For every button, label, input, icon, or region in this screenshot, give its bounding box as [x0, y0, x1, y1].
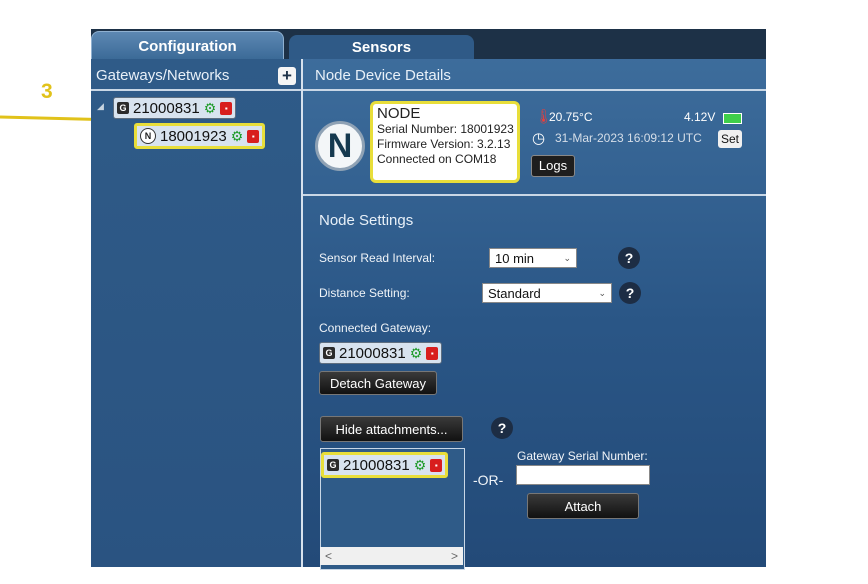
step-number-annotation: 3	[41, 80, 53, 103]
node-details-title: Node Device Details	[315, 67, 451, 84]
tree-node-item[interactable]: N 18001923 ⚙ ▪	[134, 123, 266, 149]
tree-expand-icon[interactable]: ◢	[97, 101, 104, 111]
set-time-button[interactable]: Set	[718, 130, 742, 148]
gear-icon: ⚙	[409, 345, 423, 361]
attach-button[interactable]: Attach	[527, 493, 639, 519]
thermometer-icon: 🌡	[535, 108, 553, 124]
tree-node-id: 18001923	[160, 127, 227, 145]
distance-setting-select[interactable]: Standard ⌄	[482, 283, 612, 303]
node-firmware-text: Firmware Version: 3.2.13	[377, 137, 511, 151]
attach-list-item[interactable]: G 21000831 ⚙ ▪	[321, 452, 449, 478]
scroll-right-icon[interactable]: >	[450, 549, 458, 563]
tree-gateway-item[interactable]: G 21000831 ⚙ ▪	[113, 97, 237, 119]
distance-setting-label: Distance Setting:	[319, 286, 410, 300]
gear-icon: ⚙	[230, 128, 244, 144]
node-settings-title: Node Settings	[319, 212, 414, 229]
chevron-down-icon: ⌄	[563, 252, 571, 263]
app-window: Configuration Sensors Gateways/Networks …	[91, 29, 766, 570]
read-interval-select[interactable]: 10 min ⌄	[489, 248, 577, 268]
add-gateway-button[interactable]: +	[278, 67, 296, 85]
read-interval-value: 10 min	[495, 250, 535, 266]
save-alert-icon: ▪	[220, 101, 233, 115]
tree-gateway-id: 21000831	[133, 99, 200, 117]
detach-gateway-button[interactable]: Detach Gateway	[319, 371, 437, 395]
or-label: -OR-	[473, 472, 504, 488]
help-icon[interactable]: ?	[619, 282, 641, 304]
gateway-icon: G	[323, 347, 335, 359]
logs-button[interactable]: Logs	[531, 155, 575, 177]
gateway-icon: G	[117, 102, 129, 114]
hide-attachments-button[interactable]: Hide attachments...	[320, 416, 463, 442]
gateway-icon: G	[327, 459, 339, 471]
clock-icon: ◷	[532, 130, 546, 147]
distance-setting-value: Standard	[488, 285, 541, 301]
node-card-title: NODE	[377, 105, 421, 122]
help-icon[interactable]: ?	[491, 417, 513, 439]
node-connection-text: Connected on COM18	[377, 152, 497, 166]
battery-icon	[723, 113, 742, 124]
gear-icon: ⚙	[203, 100, 217, 116]
attach-list-item-id: 21000831	[343, 456, 410, 474]
gateway-serial-input[interactable]	[516, 465, 650, 485]
plus-icon: +	[282, 66, 292, 85]
gear-icon: ⚙	[413, 457, 427, 473]
temperature-text: 20.75°C	[549, 110, 593, 124]
gateways-pane-title: Gateways/Networks	[96, 67, 230, 84]
details-divider	[303, 194, 766, 196]
chevron-down-icon: ⌄	[598, 287, 606, 298]
connected-gateway-chip: G 21000831 ⚙ ▪	[319, 342, 443, 364]
tab-configuration[interactable]: Configuration	[91, 31, 284, 60]
datetime-text: 31-Mar-2023 16:09:12 UTC	[555, 131, 702, 145]
connected-gateway-label: Connected Gateway:	[319, 321, 432, 335]
node-info-card: NODE Serial Number: 18001923 Firmware Ve…	[370, 101, 520, 183]
save-alert-icon: ▪	[430, 458, 443, 472]
help-icon[interactable]: ?	[618, 247, 640, 269]
gateway-serial-label: Gateway Serial Number:	[517, 449, 648, 463]
connected-gateway-id: 21000831	[339, 344, 406, 362]
battery-text: 4.12V	[684, 110, 716, 124]
horizontal-scrollbar[interactable]: < >	[320, 547, 463, 565]
left-pane-divider	[91, 89, 301, 91]
tab-bar: Configuration Sensors	[91, 29, 766, 60]
read-interval-label: Sensor Read Interval:	[319, 251, 436, 265]
node-logo: N	[315, 121, 365, 171]
save-alert-icon: ▪	[247, 129, 260, 143]
scroll-left-icon[interactable]: <	[325, 549, 333, 563]
node-serial-text: Serial Number: 18001923	[377, 122, 514, 136]
right-pane-divider	[303, 89, 766, 91]
tab-sensors[interactable]: Sensors	[289, 35, 474, 59]
node-icon: N	[140, 128, 156, 144]
save-alert-icon: ▪	[426, 346, 439, 360]
